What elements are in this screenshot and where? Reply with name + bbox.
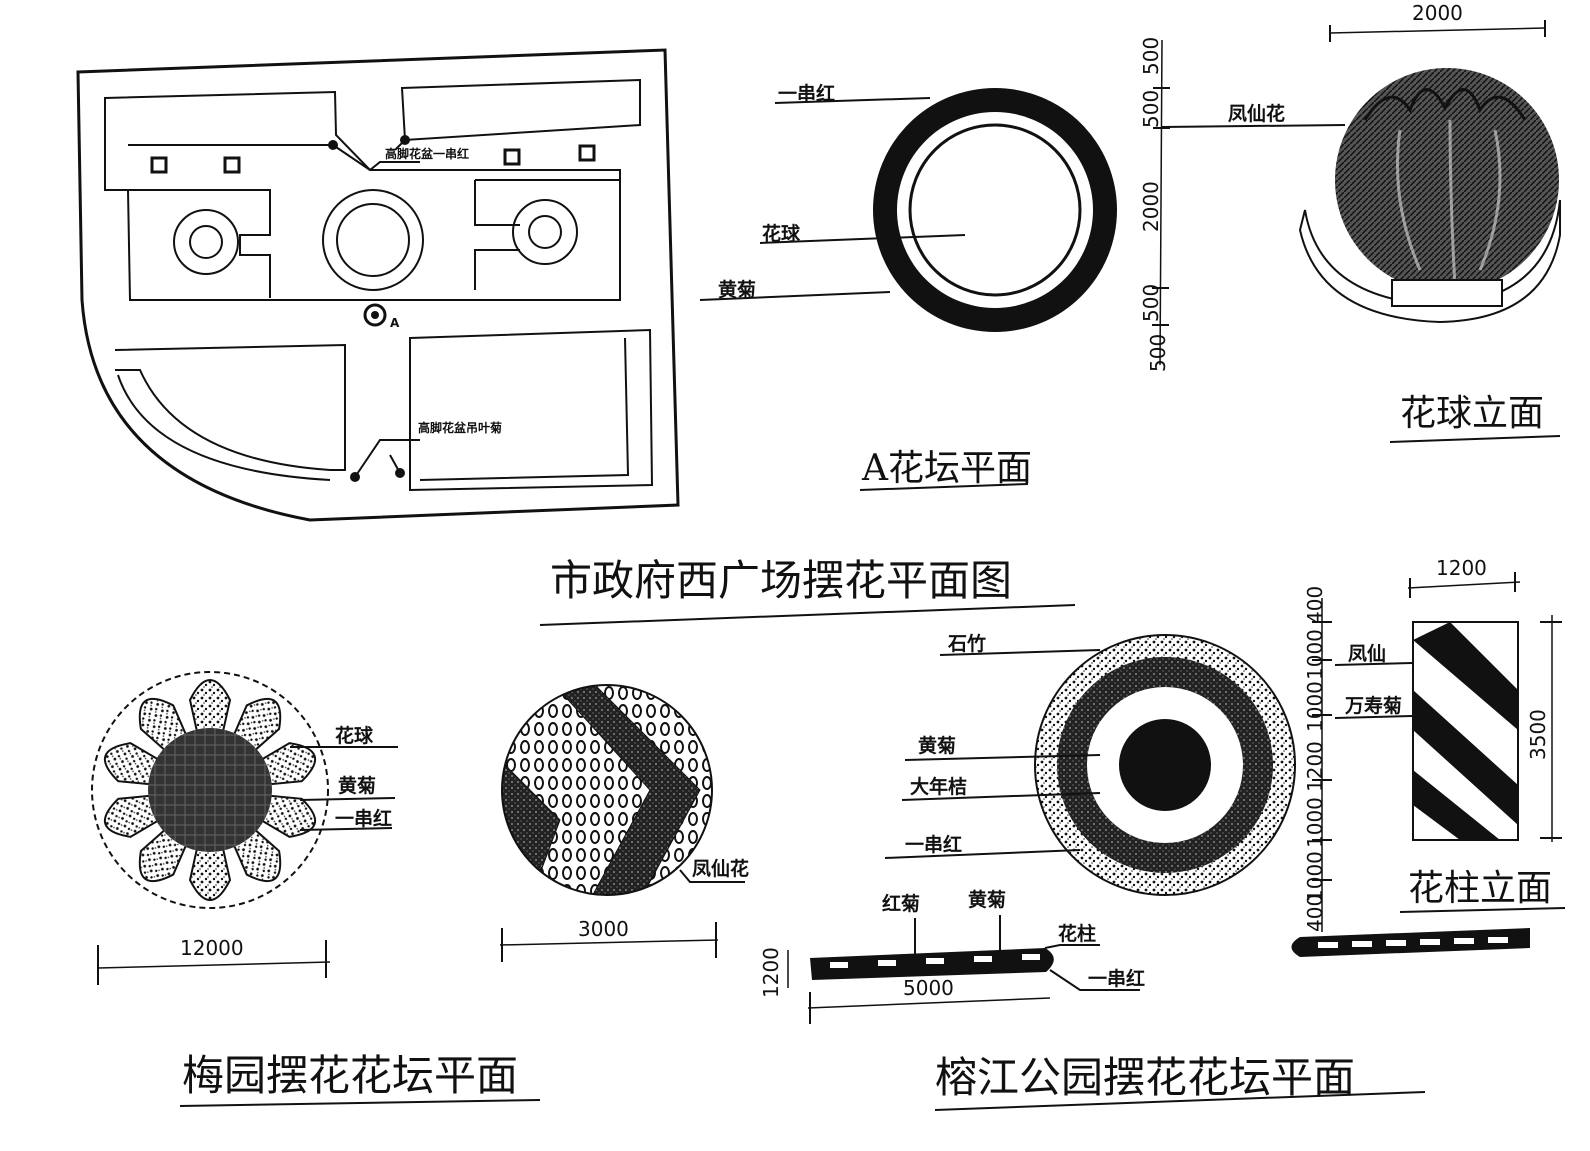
a-bed-dim-bottom-inner: 500 bbox=[1139, 284, 1163, 322]
rongjiang-label-mandarin: 大年桔 bbox=[910, 775, 967, 798]
meiyuan-outer-circle bbox=[91, 671, 329, 909]
column-label-impatiens: 凤仙 bbox=[1348, 642, 1386, 665]
site-lower-left-bed bbox=[114, 343, 346, 471]
flower-ball-elevation: 2000 凤仙花 bbox=[1161, 1, 1561, 324]
flower-ball-sphere bbox=[1335, 68, 1559, 292]
round-bed-right bbox=[512, 199, 578, 265]
rongjiang-label-dianthus: 石竹 bbox=[947, 632, 986, 655]
marker-label: A bbox=[390, 316, 400, 330]
title-a-bed-plan: A花坛平面 bbox=[861, 448, 1032, 489]
column-side-dim-4: 1000 bbox=[1303, 797, 1327, 848]
a-bed-dim-top-outer: 500 bbox=[1139, 37, 1163, 75]
site-note-bottom: 高脚花盆吊叶菊 bbox=[418, 420, 502, 435]
rongjiang-strip: 红菊 黄菊 花柱 一串红 1200 5000 bbox=[759, 888, 1145, 1024]
column-dim-width: 1200 bbox=[1436, 556, 1487, 580]
meiyuan-label-flower-ball: 花球 bbox=[335, 724, 374, 747]
title-flower-ball-elevation: 花球立面 bbox=[1400, 393, 1544, 434]
meiyuan-dim-right: 3000 bbox=[578, 917, 629, 941]
column-side-dim-6: 400 bbox=[1303, 894, 1327, 932]
rongjiang-dim-strip-height: 1200 bbox=[759, 947, 783, 998]
a-bed-plan: 一串红 花球 黄菊 500 500 2000 500 500 bbox=[699, 37, 1170, 372]
title-main-plan: 市政府西广场摆花平面图 bbox=[550, 556, 1012, 605]
column-label-marigold: 万寿菊 bbox=[1344, 694, 1402, 717]
rongjiang-dim-strip-length: 5000 bbox=[903, 976, 954, 1000]
center-flower-ball bbox=[908, 123, 1082, 297]
meiyuan-label-yellow-chrysanthemum: 黄菊 bbox=[338, 774, 376, 797]
planter-square bbox=[503, 148, 521, 166]
a-bed-dim-bottom-outer: 500 bbox=[1146, 334, 1170, 372]
site-lower-right-bed bbox=[409, 328, 654, 492]
planter-square bbox=[223, 156, 241, 174]
bed-a-marker bbox=[363, 303, 387, 327]
round-bed-center bbox=[322, 189, 424, 291]
planter-square bbox=[150, 156, 168, 174]
site-upper-right-bed bbox=[400, 78, 641, 142]
column-base-strip bbox=[1291, 928, 1530, 957]
a-bed-dim-center: 2000 bbox=[1139, 181, 1163, 232]
meiyuan-impatiens-bed bbox=[502, 685, 712, 895]
site-plan: A 高脚花盆一串红 高脚花盆吊叶菊 bbox=[76, 48, 680, 522]
flower-ball-base bbox=[1391, 279, 1503, 307]
meiyuan-label-impatiens: 凤仙花 bbox=[692, 857, 749, 880]
column-side-dim-5: 1000 bbox=[1303, 851, 1327, 902]
title-rongjiang-plan: 榕江公园摆花花坛平面 bbox=[935, 1053, 1355, 1102]
center-mandarin bbox=[1119, 719, 1211, 811]
meiyuan-label-salvia: 一串红 bbox=[335, 807, 392, 830]
a-bed-label-salvia: 一串红 bbox=[778, 82, 835, 105]
rongjiang-label-salvia-2: 一串红 bbox=[1088, 967, 1145, 990]
a-bed-label-flower-ball: 花球 bbox=[762, 222, 801, 245]
flower-column-elevation: 1200 3500 400 1000 1000 1200 1000 1000 4… bbox=[1291, 556, 1562, 957]
ring-chrysanthemum bbox=[897, 112, 1093, 308]
column-side-dim-0: 400 bbox=[1303, 586, 1327, 624]
meiyuan-center-flower-ball bbox=[148, 728, 272, 852]
rongjiang-label-salvia: 一串红 bbox=[905, 833, 962, 856]
rongjiang-label-red-chrysanthemum: 红菊 bbox=[882, 892, 920, 915]
a-bed-label-yellow-chrysanthemum: 黄菊 bbox=[718, 278, 756, 301]
flower-ball-dim-width: 2000 bbox=[1412, 1, 1463, 25]
round-bed-left bbox=[173, 209, 239, 275]
site-upper-left-bed bbox=[104, 90, 621, 301]
rongjiang-label-flower-column: 花柱 bbox=[1058, 922, 1096, 945]
title-meiyuan-plan: 梅园摆花花坛平面 bbox=[182, 1051, 518, 1100]
column-side-dim-2: 1000 bbox=[1303, 681, 1327, 732]
rongjiang-label-yellow-chrysanthemum: 黄菊 bbox=[918, 734, 956, 757]
column-side-dim-1: 1000 bbox=[1303, 629, 1327, 680]
a-bed-dim-top-inner: 500 bbox=[1139, 90, 1163, 128]
planter-square bbox=[578, 144, 596, 162]
flower-ball-label-impatiens: 凤仙花 bbox=[1228, 102, 1285, 125]
rongjiang-label-yellow-chrysanthemum-2: 黄菊 bbox=[968, 888, 1006, 911]
site-note-top: 高脚花盆一串红 bbox=[385, 146, 469, 161]
rongjiang-plan: 石竹 黄菊 大年桔 一串红 红菊 黄菊 花柱 一串红 1200 5000 bbox=[759, 632, 1296, 1024]
column-dim-height: 3500 bbox=[1526, 709, 1550, 760]
column-side-dim-3: 1200 bbox=[1303, 741, 1327, 792]
title-flower-column-elevation: 花柱立面 bbox=[1408, 868, 1552, 909]
meiyuan-dim-left: 12000 bbox=[180, 936, 244, 960]
meiyuan-plan: 花球 黄菊 一串红 12000 凤仙花 3000 bbox=[91, 671, 749, 985]
